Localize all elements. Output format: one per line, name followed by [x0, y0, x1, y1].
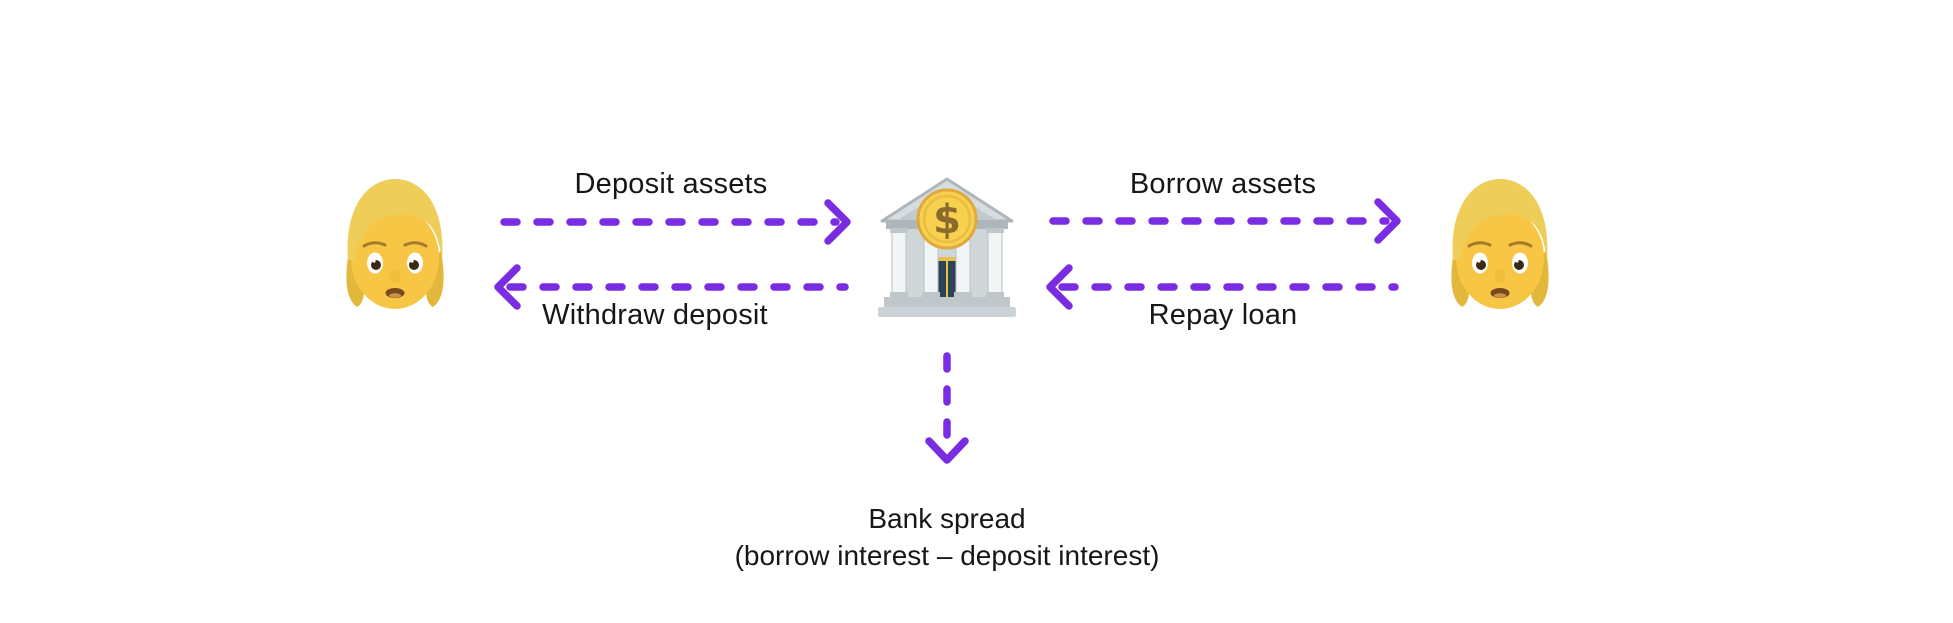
- bank-spread-label: Bank spread (borrow interest – deposit i…: [735, 500, 1160, 574]
- withdraw-deposit-label: Withdraw deposit: [542, 299, 768, 331]
- bank-spread-arrow: [925, 352, 969, 464]
- repay-loan-label: Repay loan: [1148, 299, 1298, 331]
- person-emoji: [1449, 177, 1551, 311]
- borrow-assets-label: Borrow assets: [1129, 168, 1317, 200]
- bank-spread-title: Bank spread: [868, 503, 1026, 534]
- bank-emoji: [876, 177, 1018, 319]
- repay-loan-arrow: [1046, 264, 1399, 310]
- deposit-assets-arrow: [500, 199, 851, 245]
- deposit-assets-label: Deposit assets: [574, 168, 768, 200]
- withdraw-deposit-arrow: [494, 264, 849, 310]
- person-emoji: [344, 177, 446, 311]
- bank-spread-formula: (borrow interest – deposit interest): [734, 540, 1160, 571]
- borrow-assets-arrow: [1049, 198, 1401, 244]
